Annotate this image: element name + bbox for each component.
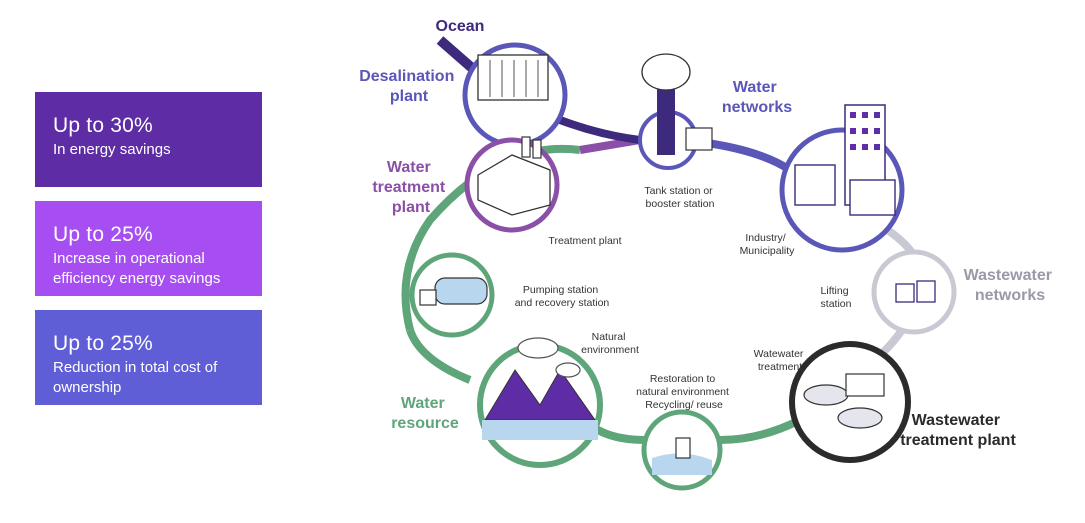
annotation-line: booster station: [646, 198, 715, 210]
annotation-line: and recovery station: [515, 297, 610, 309]
annotation-watewater-treatment: Watewater treatment: [754, 348, 807, 373]
factory-icon: [477, 154, 551, 216]
label-line: resource: [391, 415, 459, 432]
stat-value: Up to 25%: [53, 332, 153, 355]
annotation-line: treatment: [758, 361, 802, 373]
annotation-tank-station: Tank station or booster station: [644, 185, 715, 210]
ring-segment-pumping: [406, 328, 472, 384]
annotation-restoration: Restoration to natural environment Recyc…: [636, 373, 732, 411]
label-line: Wastewater: [964, 267, 1052, 284]
water-treatment-plant-node: [464, 136, 560, 233]
stat-card-operational-efficiency: Up to 25% Increase in operational effici…: [35, 201, 262, 296]
tower-icon: [657, 85, 675, 155]
annotation-line: Industry/: [745, 232, 785, 244]
annotation-treatment-plant: Treatment plant: [548, 235, 621, 247]
stat-description: Reduction in total cost of ownership: [53, 359, 218, 396]
outlet-icon: [675, 437, 691, 459]
cloud-icon: [517, 337, 559, 359]
clarifier-icon: [803, 384, 849, 406]
label-line: networks: [722, 99, 792, 116]
annotation-line: Recycling/ reuse: [645, 399, 723, 411]
stat-value: Up to 30%: [53, 114, 153, 137]
industry-municipality-node: [779, 104, 905, 253]
label-wastewater-treatment: Wastewater treatment plant: [900, 412, 1016, 449]
label-water-resource: Water resource: [391, 395, 459, 432]
label-water-treatment: Water treatment plant: [372, 159, 449, 216]
stat-card-cost-of-ownership: Up to 25% Reduction in total cost of own…: [35, 310, 262, 405]
annotation-line: environment: [581, 344, 639, 356]
label-line: Water: [401, 395, 445, 412]
river-icon: [652, 453, 712, 475]
pump-house-icon: [419, 289, 437, 306]
label-line: treatment: [372, 179, 446, 196]
stat-description: In energy savings: [53, 141, 171, 158]
ring-segment-networks: [699, 138, 793, 174]
water-networks-node: [638, 53, 713, 170]
label-desalination: Desalination plant: [359, 68, 459, 105]
annotation-natural-environment: Natural environment: [581, 331, 639, 356]
annotation-industry: Industry/ Municipality: [740, 232, 796, 257]
lake-icon: [482, 420, 598, 440]
annotation-line: station: [821, 298, 852, 310]
desalination-plant-node: [462, 42, 568, 148]
annotation-line: Tank station or: [644, 185, 713, 197]
wastewater-treatment-plant-node: [789, 341, 911, 463]
house-icon: [895, 283, 915, 303]
node-ring: [789, 341, 911, 463]
annotation-line: Natural: [592, 331, 626, 343]
label-line: treatment plant: [900, 432, 1016, 449]
pool-icon: [434, 277, 488, 305]
desal-to-networks: [558, 116, 641, 144]
label-wastewater-networks: Wastewater networks: [964, 267, 1057, 304]
wastewater-networks-node: [871, 249, 957, 335]
annotation-line: Pumping station: [523, 284, 598, 296]
annotation-line: Restoration to: [650, 373, 716, 385]
stat-card-energy-savings: Up to 30% In energy savings: [35, 92, 262, 187]
annotation-line: Municipality: [740, 245, 796, 257]
label-line: Water: [733, 79, 777, 96]
water-resource-node: [477, 337, 603, 468]
annotation-pumping-station: Pumping station and recovery station: [515, 284, 610, 309]
annotation-line: natural environment: [636, 386, 729, 398]
stat-description: Increase in operational efficiency energ…: [53, 250, 221, 287]
label-line: plant: [390, 88, 429, 105]
pumping-station-node: [409, 252, 495, 338]
ring-segment-return: [719, 416, 802, 444]
label-line: Desalination: [359, 68, 454, 85]
annotation-line: Watewater: [754, 348, 804, 360]
house-icon: [794, 164, 836, 206]
label-line: plant: [392, 199, 431, 216]
annotation-line: Lifting: [821, 285, 849, 297]
label-line: Water: [387, 159, 431, 176]
restoration-node: [641, 409, 723, 491]
label-ocean: Ocean: [436, 18, 485, 35]
label-water-networks: Water networks: [722, 79, 792, 116]
annotation-lifting-station: Lifting station: [821, 285, 852, 310]
label-line: networks: [975, 287, 1045, 304]
stat-value: Up to 25%: [53, 223, 153, 246]
label-line: Wastewater: [912, 412, 1000, 429]
